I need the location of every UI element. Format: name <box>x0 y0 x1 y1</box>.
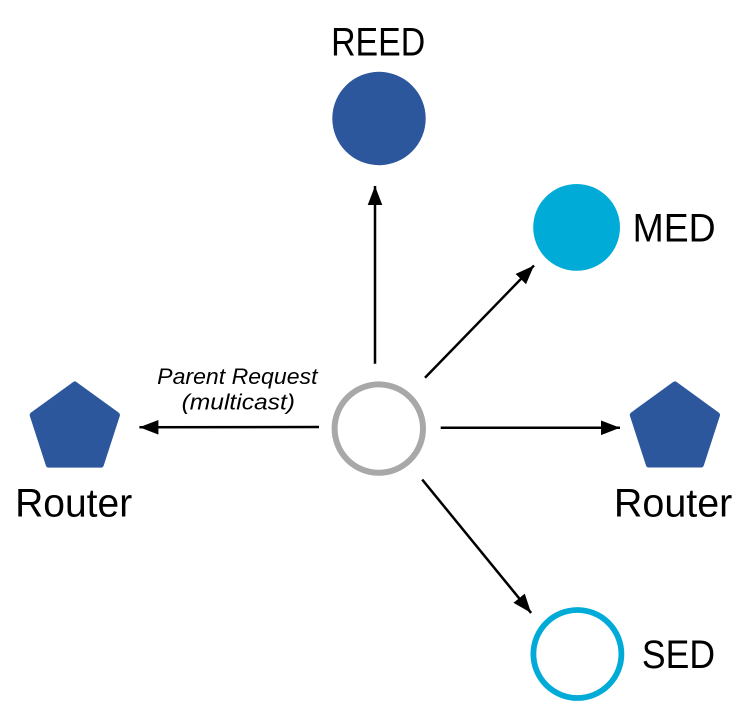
svg-text:(multicast): (multicast) <box>182 389 295 414</box>
svg-text:Parent Request: Parent Request <box>157 364 318 389</box>
svg-text:Router: Router <box>614 482 732 526</box>
svg-text:MED: MED <box>633 206 716 250</box>
svg-text:SED: SED <box>642 633 715 677</box>
svg-text:Router: Router <box>15 482 132 526</box>
svg-text:REED: REED <box>331 21 425 65</box>
